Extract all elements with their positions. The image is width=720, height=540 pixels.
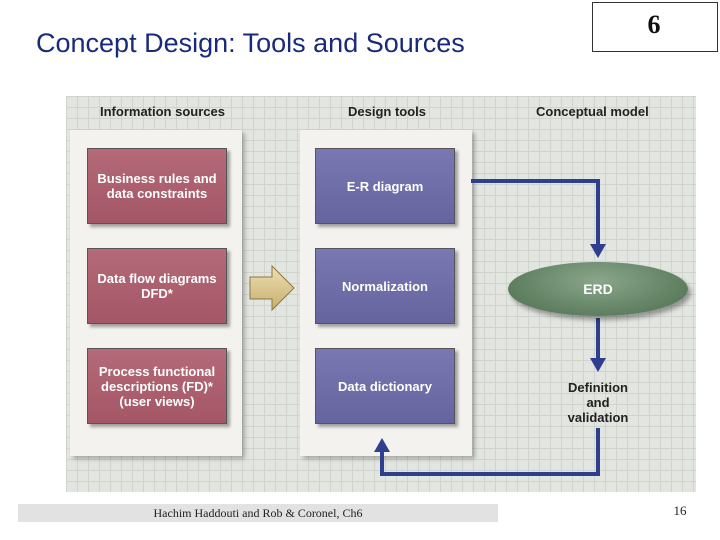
concept-design-diagram: Information sources Design tools Concept… <box>66 96 696 492</box>
footer-bar: Hachim Haddouti and Rob & Coronel, Ch6 <box>18 504 498 522</box>
source-process-functional-descriptions: Process functional descriptions (FD)* (u… <box>87 348 227 424</box>
source-data-flow-diagrams: Data flow diagrams DFD* <box>87 248 227 324</box>
er-to-erd-arrowhead-icon <box>590 244 606 258</box>
header-information-sources: Information sources <box>100 104 225 119</box>
erd-ellipse: ERD <box>508 262 688 316</box>
tool-normalization: Normalization <box>315 248 455 324</box>
slide-title: Concept Design: Tools and Sources <box>36 28 465 58</box>
definition-to-dictionary-connector <box>380 428 600 476</box>
source-business-rules: Business rules and data constraints <box>87 148 227 224</box>
chapter-box-frame <box>592 2 718 52</box>
page-number: 16 <box>673 503 687 518</box>
definition-and-validation: Definition and validation <box>567 380 629 425</box>
tool-er-diagram: E-R diagram <box>315 148 455 224</box>
chapter-number-box: 6 <box>592 2 718 52</box>
definition-to-dictionary-arrowhead-icon <box>374 438 390 452</box>
connector-arrows <box>249 179 606 476</box>
transfer-arrow-icon <box>249 264 295 312</box>
header-design-tools: Design tools <box>348 104 427 119</box>
tool-data-dictionary: Data dictionary <box>315 348 455 424</box>
header-conceptual-model: Conceptual model <box>536 104 649 119</box>
erd-to-definition-arrowhead-icon <box>590 358 606 372</box>
er-to-erd-connector <box>471 179 600 246</box>
footer-text: Hachim Haddouti and Rob & Coronel, Ch6 <box>153 506 363 520</box>
chapter-number: 6 <box>647 10 661 39</box>
